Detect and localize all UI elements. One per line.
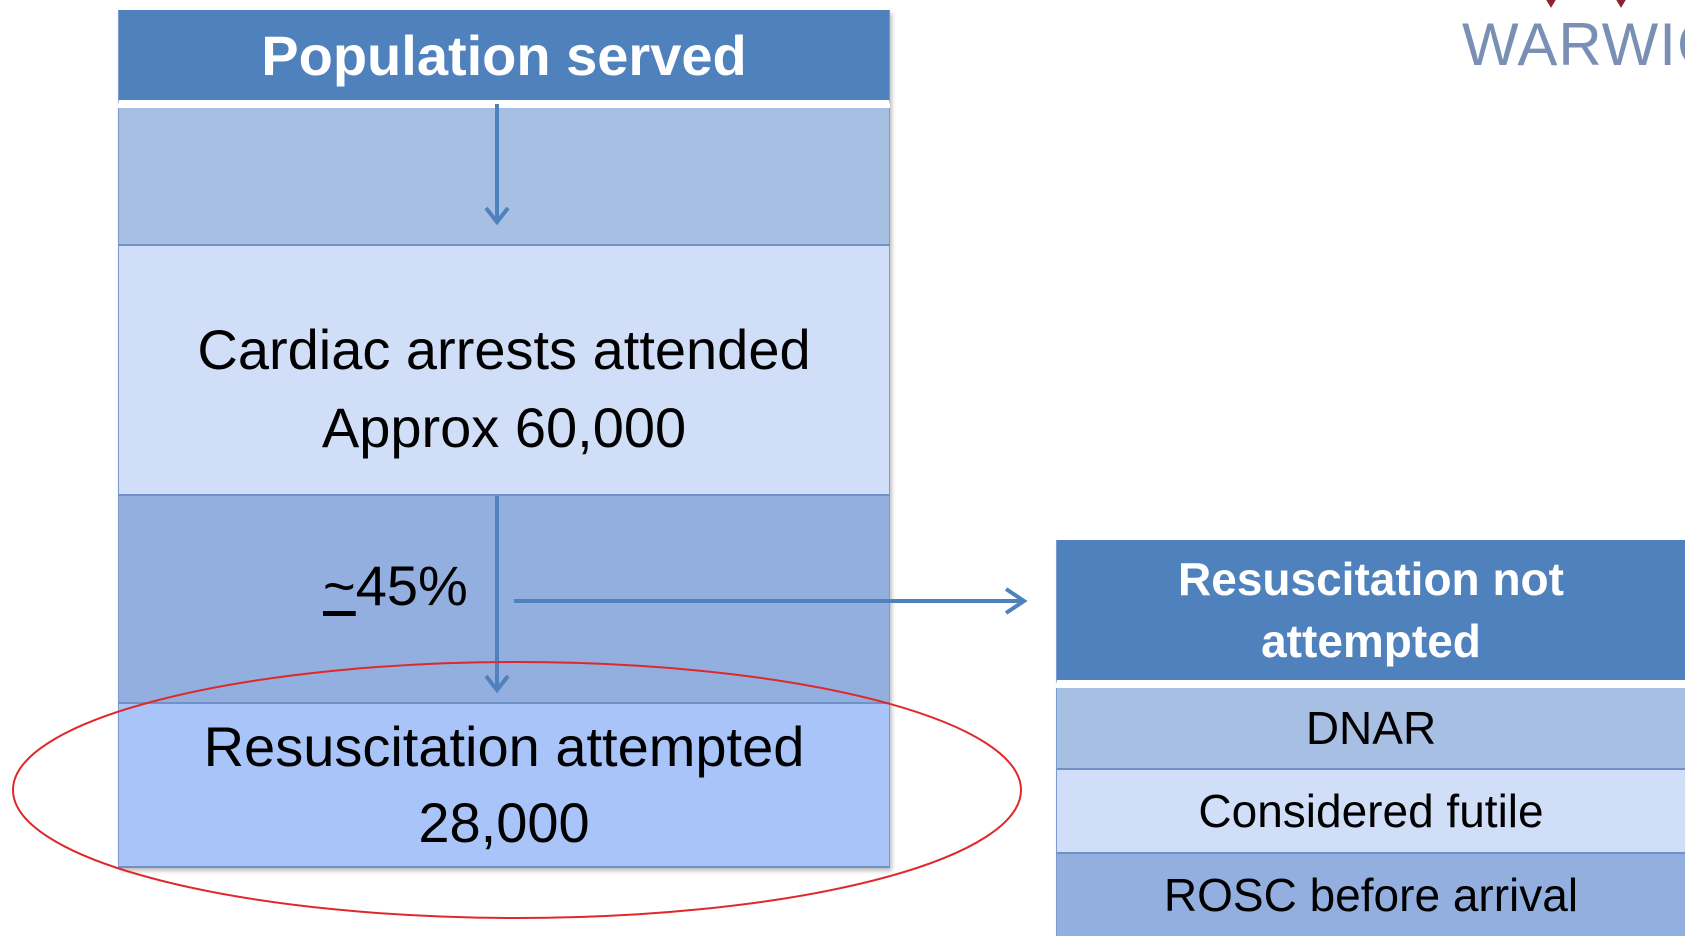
considered-futile-row: Considered futile [1056,770,1685,854]
flow-table: Population served Cardiac arrests attend… [118,10,890,868]
logo-marks-icon [1546,0,1626,8]
not-attempted-header: Resuscitation not attempted [1056,540,1685,684]
warwick-logo: WARWIC [1462,11,1685,78]
resuscitation-attempted-count: 28,000 [418,791,590,854]
population-blank-row [118,108,890,246]
population-served-header: Population served [118,10,890,104]
cardiac-arrests-row: Cardiac arrests attended Approx 60,000 [118,246,890,496]
rosc-row: ROSC before arrival [1056,854,1685,936]
cardiac-arrests-label: Cardiac arrests attended [197,318,811,381]
resuscitation-attempted-row: Resuscitation attempted 28,000 [118,704,890,868]
not-attempted-header-line1: Resuscitation not [1178,553,1564,605]
percentage-label: ~45% [323,556,468,616]
cardiac-arrests-count: Approx 60,000 [321,396,687,459]
not-attempted-header-line2: attempted [1261,615,1481,667]
approx-symbol: ~ [323,554,356,617]
percentage-row: ~45% [118,496,890,704]
not-attempted-table: Resuscitation not attempted DNAR Conside… [1056,540,1685,936]
percentage-value: 45% [355,554,468,617]
dnar-label: DNAR [1305,702,1437,754]
population-served-label: Population served [261,23,747,87]
considered-futile-label: Considered futile [1198,785,1544,837]
resuscitation-attempted-label: Resuscitation attempted [203,715,805,778]
dnar-row: DNAR [1056,688,1685,770]
rosc-label: ROSC before arrival [1163,869,1579,921]
